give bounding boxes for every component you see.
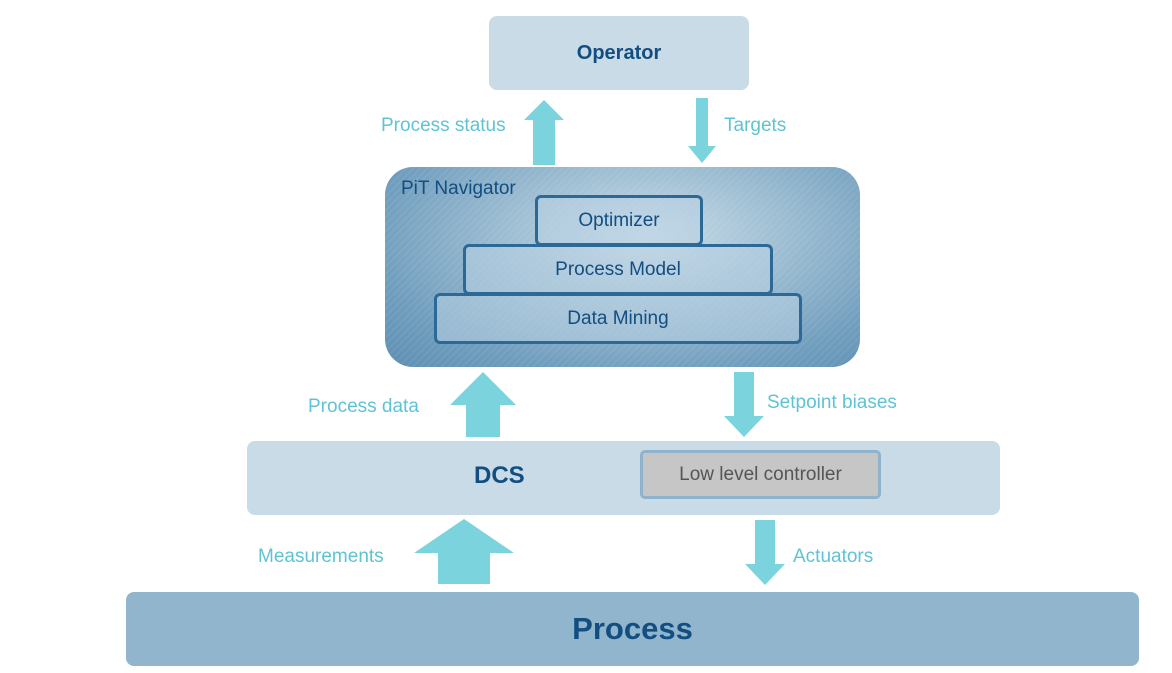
low-level-controller-label: Low level controller — [679, 463, 842, 485]
measurements-label: Measurements — [258, 546, 384, 567]
data-mining-layer: Data Mining — [434, 293, 802, 344]
process-data-arrow — [450, 372, 516, 437]
data-mining-label: Data Mining — [567, 307, 669, 329]
process-model-label: Process Model — [555, 258, 681, 280]
process-status-label: Process status — [381, 115, 506, 136]
setpoint-biases-label: Setpoint biases — [767, 392, 897, 413]
actuators-arrow — [745, 520, 785, 585]
operator-label: Operator — [576, 41, 662, 64]
dcs-box — [247, 441, 1000, 515]
process-data-label: Process data — [308, 396, 419, 417]
targets-label: Targets — [724, 115, 787, 136]
process-status-arrow — [524, 100, 564, 165]
process-model-layer: Process Model — [463, 244, 773, 295]
targets-arrow — [688, 98, 716, 163]
process-label: Process — [572, 611, 693, 646]
low-level-controller-box: Low level controller — [640, 450, 881, 499]
optimizer-layer: Optimizer — [535, 195, 703, 246]
setpoint-biases-arrow — [724, 372, 764, 437]
pit-navigator-title: PiT Navigator — [401, 178, 516, 199]
optimizer-label: Optimizer — [578, 209, 660, 231]
operator-box: Operator — [489, 16, 749, 90]
actuators-label: Actuators — [793, 546, 874, 567]
dcs-label: DCS — [474, 462, 525, 489]
measurements-arrow — [414, 519, 514, 584]
process-box: Process — [126, 592, 1139, 666]
